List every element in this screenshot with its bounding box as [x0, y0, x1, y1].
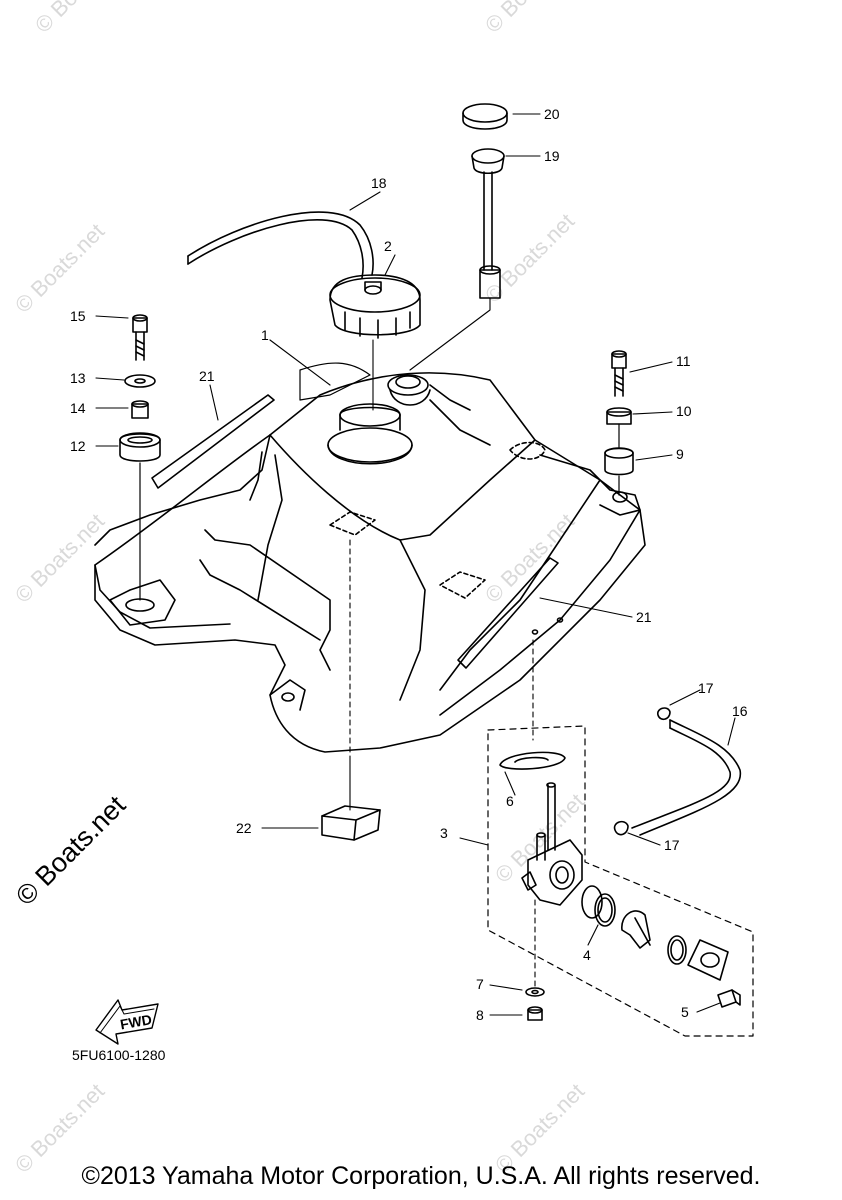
label-14: 14	[70, 400, 86, 416]
label-15: 15	[70, 308, 86, 324]
left-mount-hardware	[119, 314, 161, 601]
pad-22	[321, 805, 381, 841]
fwd-label: FWD	[119, 1011, 153, 1032]
fwd-arrow-icon	[95, 999, 159, 1045]
fuel-cock-box	[487, 725, 754, 1037]
label-leaders	[95, 113, 736, 1016]
label-10: 10	[676, 403, 692, 419]
copyright-notice: ©2013 Yamaha Motor Corporation, U.S.A. A…	[81, 1162, 761, 1190]
fuel-cock	[499, 751, 741, 1021]
label-1: 1	[261, 327, 269, 343]
fuel-tank	[94, 362, 646, 753]
label-21-left: 21	[199, 368, 215, 384]
label-20: 20	[544, 106, 560, 122]
label-6: 6	[506, 793, 514, 809]
label-7: 7	[476, 976, 484, 992]
assembly-lines	[349, 539, 534, 761]
label-19: 19	[544, 148, 560, 164]
hose-clips	[613, 707, 671, 836]
damper-strips	[151, 394, 559, 669]
right-mount-hardware	[604, 350, 634, 496]
label-18: 18	[371, 175, 387, 191]
fuel-gauge-sender	[462, 103, 508, 299]
label-11: 11	[676, 353, 691, 369]
fuel-cap	[329, 274, 421, 339]
label-2: 2	[384, 238, 392, 254]
label-4: 4	[583, 947, 591, 963]
label-21-right: 21	[636, 609, 652, 625]
label-13: 13	[70, 370, 86, 386]
label-22: 22	[236, 820, 252, 836]
label-9: 9	[676, 446, 684, 462]
label-8: 8	[476, 1007, 484, 1023]
part-labels: 20 19 18 2 1 15 13 21 14 12 11 10 9 21 1…	[70, 106, 748, 1023]
label-3: 3	[440, 825, 448, 841]
label-12: 12	[70, 438, 86, 454]
label-16: 16	[732, 703, 748, 719]
diagram-code: 5FU6100-1280	[72, 1047, 166, 1063]
label-17-bottom: 17	[664, 837, 680, 853]
label-5: 5	[681, 1004, 689, 1020]
label-17-top: 17	[698, 680, 714, 696]
fuel-hose	[631, 719, 742, 836]
breather-hose	[187, 211, 374, 279]
